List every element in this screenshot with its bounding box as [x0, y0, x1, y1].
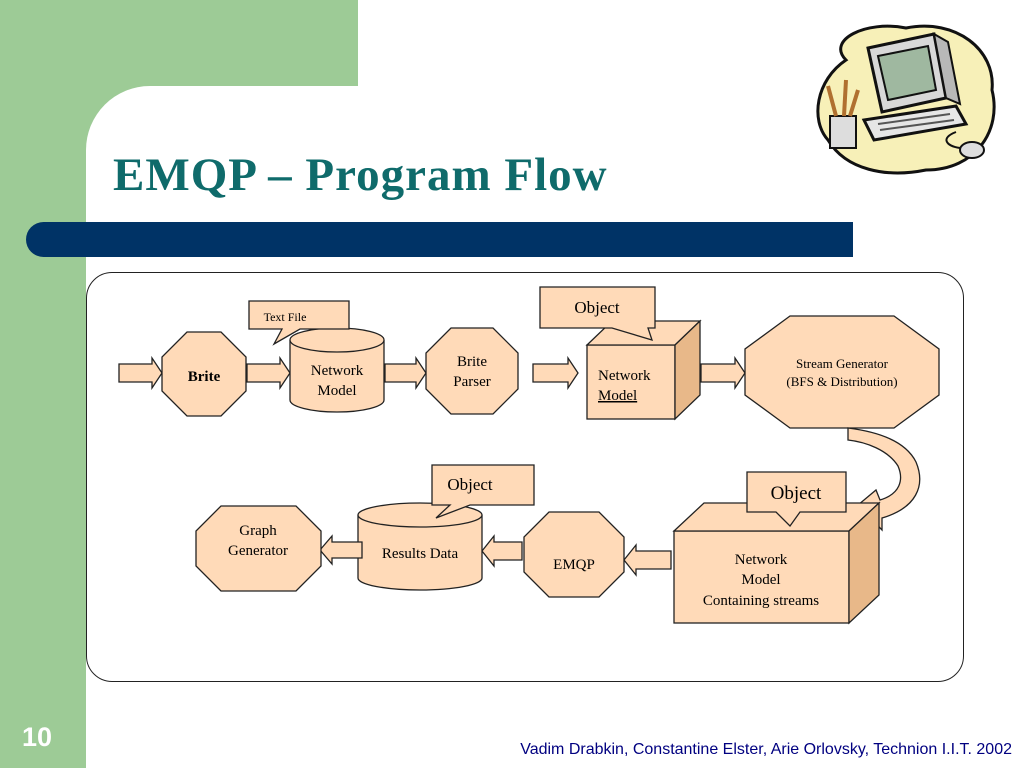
- stream-generator-node: [744, 315, 940, 429]
- brite-parser-line2: Parser: [453, 374, 491, 390]
- object-callout-2: [746, 471, 847, 528]
- stream-generator-line2: (BFS & Distribution): [786, 374, 897, 389]
- network-model-cylinder: [289, 327, 385, 413]
- input-arrow: [118, 355, 163, 391]
- graph-generator-node: [195, 505, 322, 592]
- results-data-label: Results Data: [382, 546, 459, 562]
- text-file-callout-label: Text File: [264, 310, 307, 324]
- slide-title: EMQP – Program Flow: [113, 149, 608, 201]
- footer-credits: Vadim Drabkin, Constantine Elster, Arie …: [520, 741, 1012, 758]
- arrow-network-to-emqp: [623, 543, 672, 577]
- brite-parser-node: [425, 327, 519, 415]
- brite-label: Brite: [188, 369, 221, 385]
- stream-generator-line1: Stream Generator: [796, 356, 889, 371]
- network-model-streams-line1: Network: [735, 552, 788, 568]
- network-model-streams-line3: Containing streams: [703, 593, 819, 609]
- arrow-parser-to-object: [532, 355, 579, 391]
- object-callout-2-label: Object: [771, 483, 822, 504]
- object-callout-3-label: Object: [447, 475, 493, 494]
- arrow-emqp-to-results: [481, 534, 523, 568]
- network-model-cyl-line1: Network: [311, 363, 364, 379]
- network-model-box-line1: Network: [598, 368, 651, 384]
- arrow-results-to-graph: [319, 534, 363, 566]
- text-file-callout: [248, 300, 350, 346]
- brite-parser-line1: Brite: [457, 354, 487, 370]
- brite-node: [161, 331, 247, 417]
- graph-generator-line1: Graph: [239, 523, 277, 539]
- emqp-node: [523, 511, 625, 598]
- network-model-box-line2: Model: [598, 388, 637, 404]
- title-underline-bar: [26, 222, 853, 257]
- object-callout-1-label: Object: [574, 298, 620, 317]
- computer-clipart-icon: [816, 24, 996, 175]
- emqp-label: EMQP: [553, 557, 595, 573]
- network-model-cyl-line2: Model: [317, 383, 356, 399]
- arrow-network-to-parser: [384, 355, 427, 391]
- graph-generator-line2: Generator: [228, 543, 288, 559]
- arrow-object-to-stream: [700, 355, 746, 391]
- results-data-cylinder: [357, 502, 483, 591]
- network-model-streams-line2: Model: [741, 572, 780, 588]
- slide-number: 10: [22, 722, 53, 752]
- object-callout-1: [539, 286, 656, 341]
- object-callout-3: [431, 464, 535, 519]
- arrow-brite-to-network: [246, 355, 291, 391]
